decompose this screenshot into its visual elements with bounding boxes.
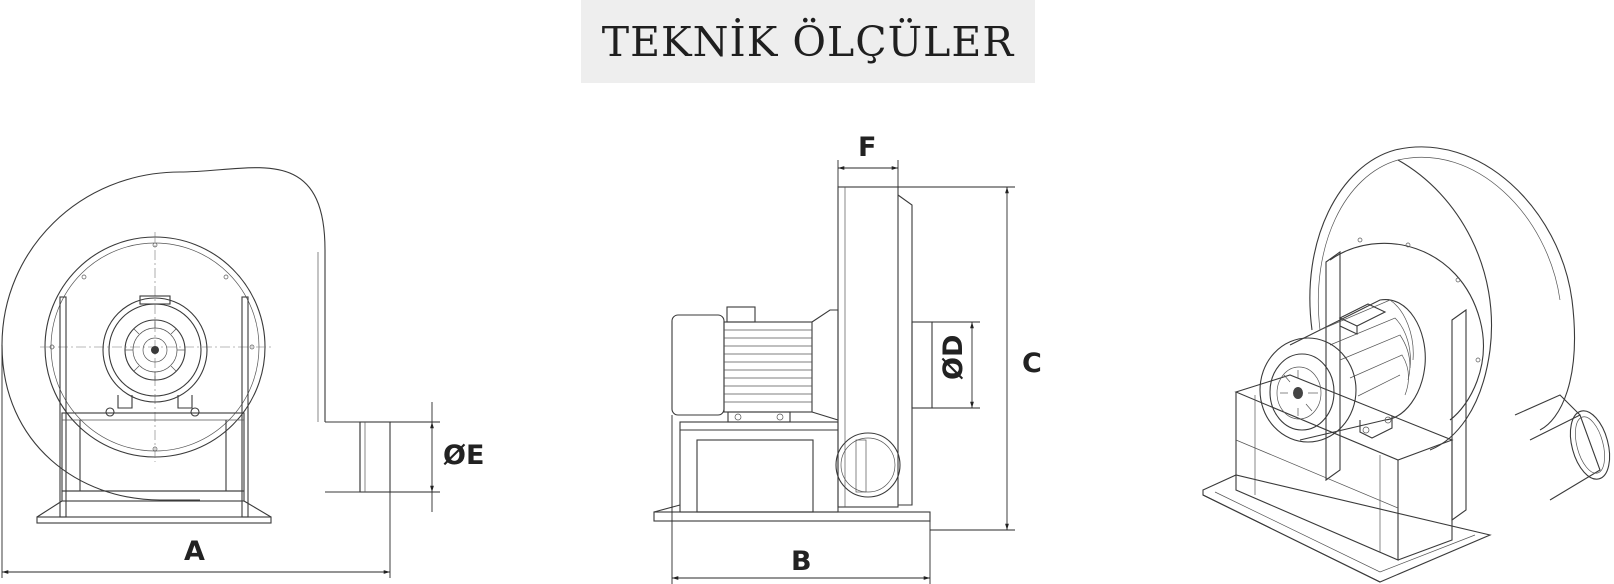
dim-label-b: B bbox=[791, 546, 812, 577]
side-view bbox=[653, 160, 1015, 584]
page-title: TEKNİK ÖLÇÜLER bbox=[601, 17, 1015, 66]
dim-label-f: F bbox=[858, 132, 876, 163]
isometric-view bbox=[1202, 146, 1611, 583]
dim-label-c: C bbox=[1022, 348, 1042, 379]
dim-label-a: A bbox=[184, 536, 205, 567]
title-banner: TEKNİK ÖLÇÜLER bbox=[581, 0, 1035, 83]
front-view bbox=[1, 167, 440, 578]
dim-label-e: ØE bbox=[443, 440, 484, 471]
dim-label-d: ØD bbox=[938, 335, 969, 380]
